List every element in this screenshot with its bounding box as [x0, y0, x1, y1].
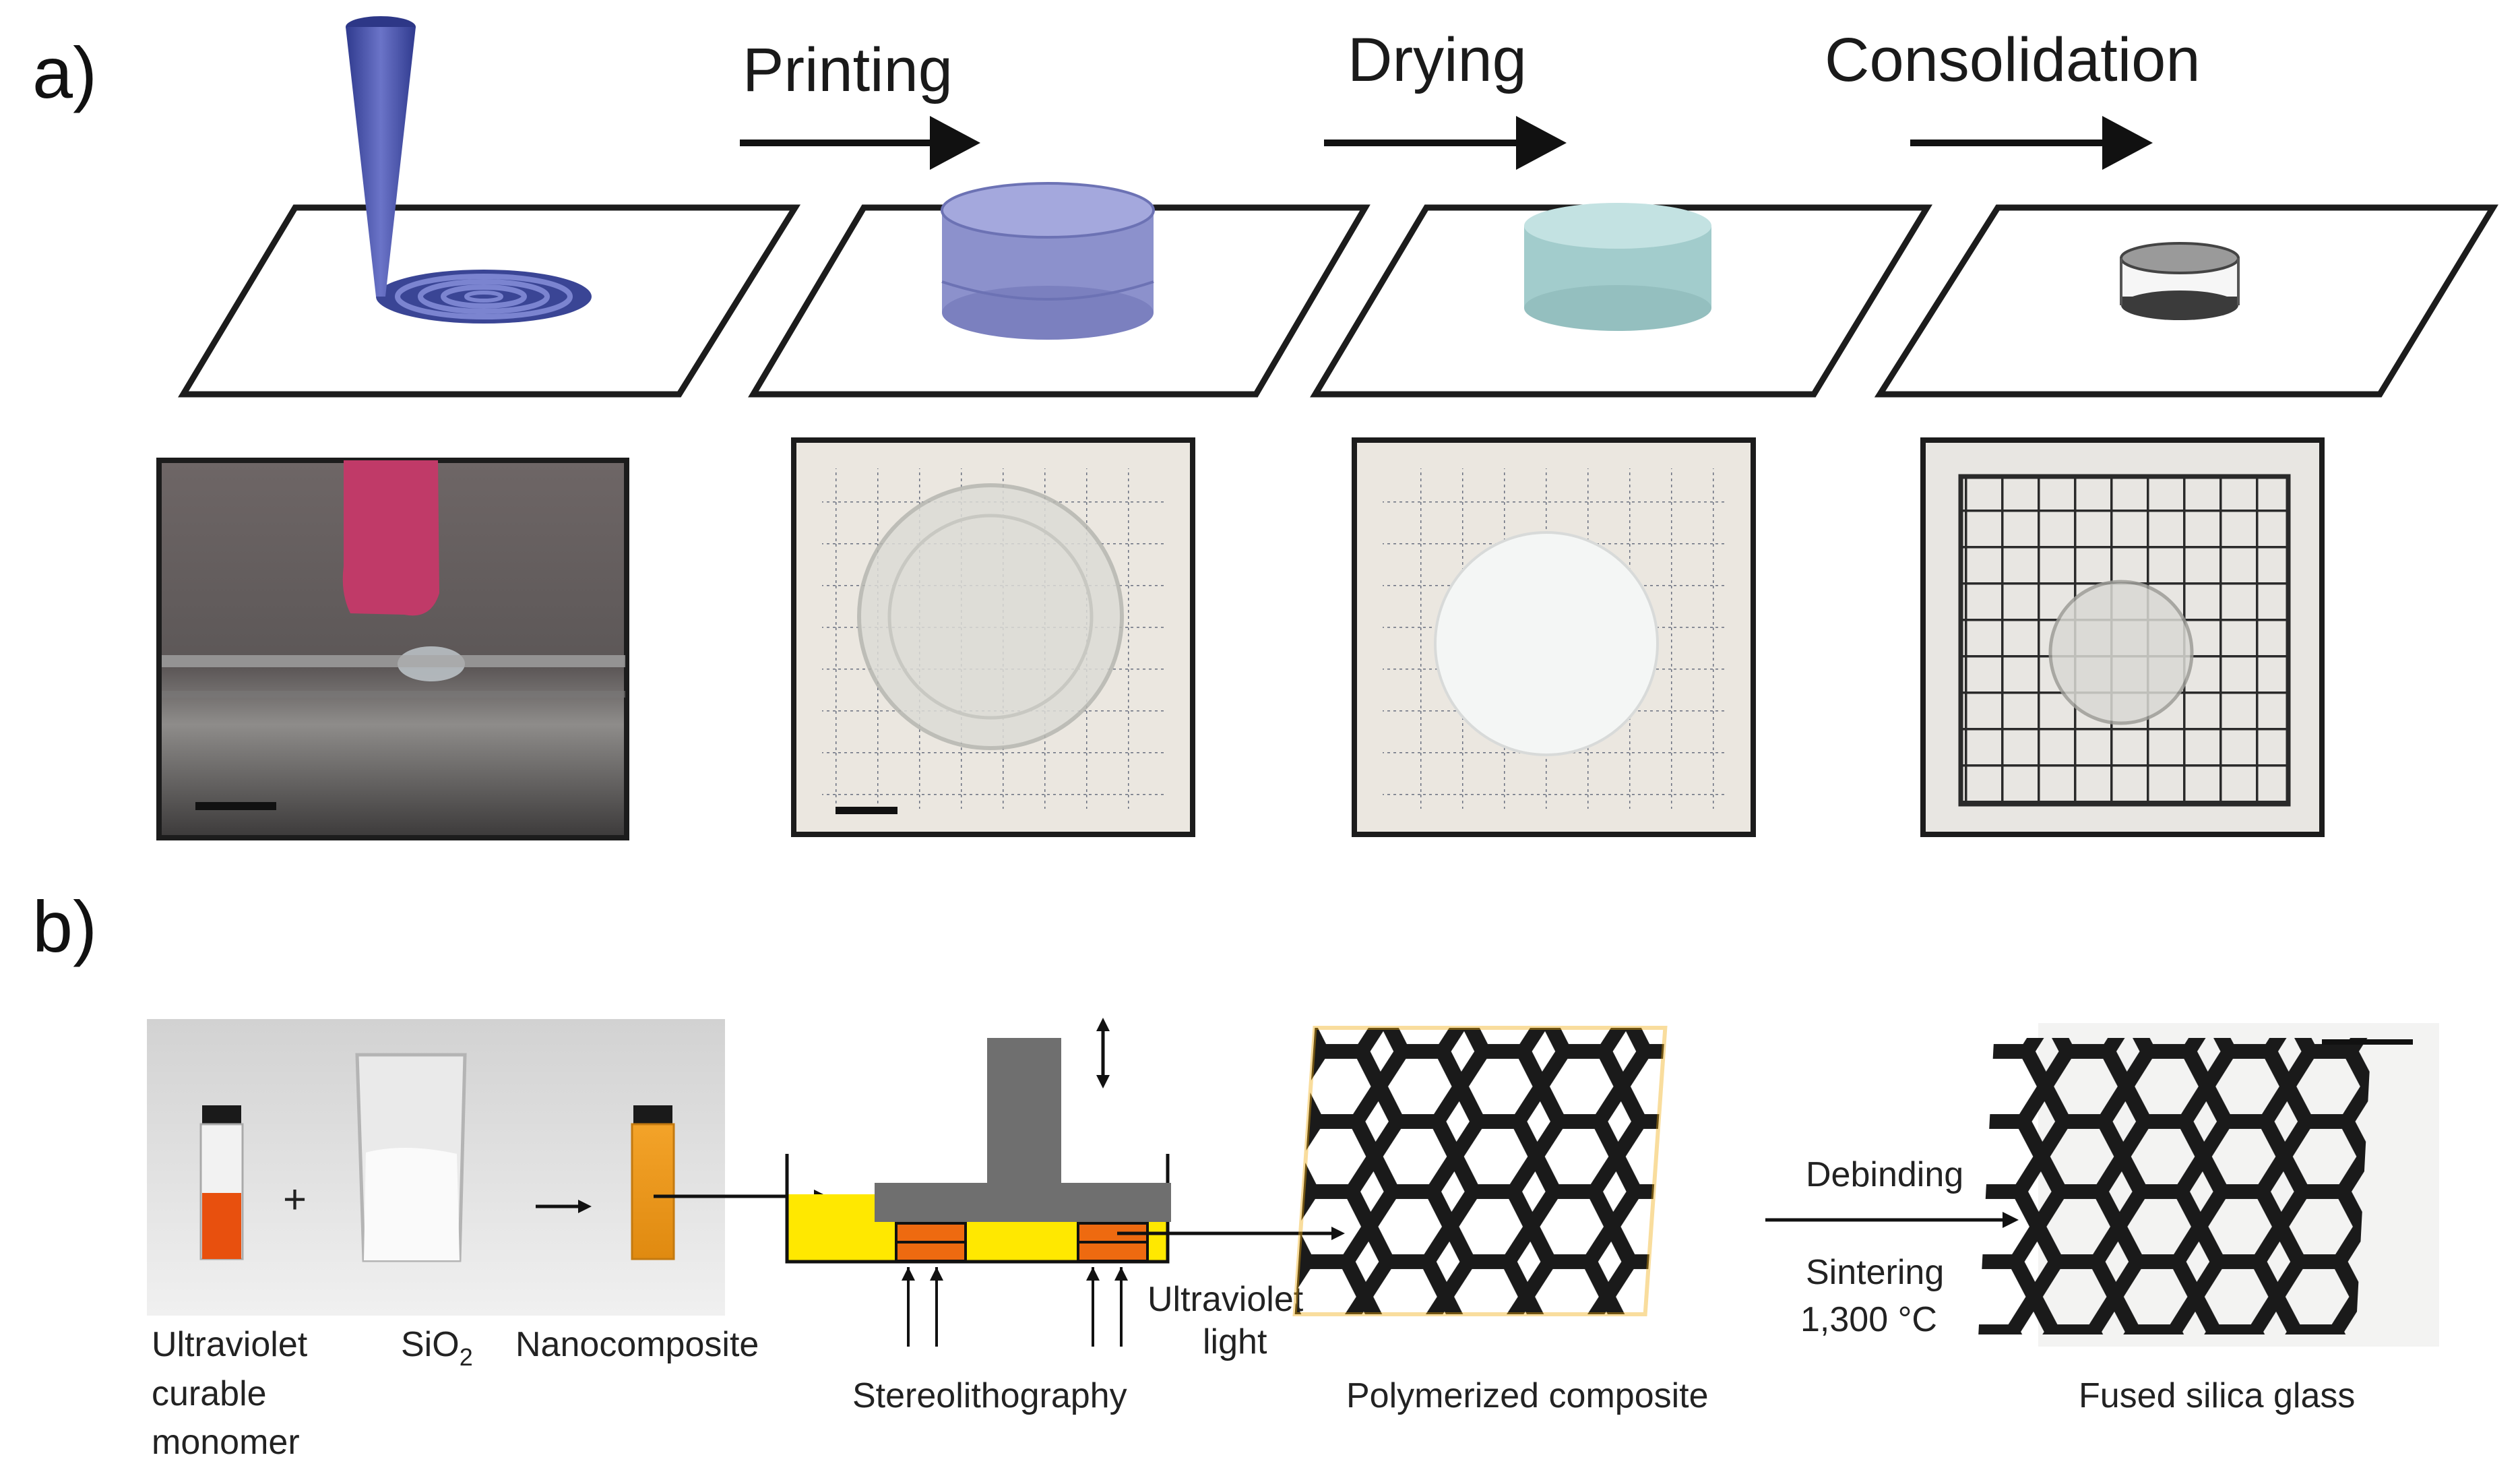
consolidated-part — [2120, 242, 2240, 320]
silica-caption-main: SiO — [401, 1325, 460, 1364]
step-arrow-drying — [1324, 116, 1567, 170]
polymerized-caption: Polymerized composite — [1346, 1376, 1709, 1415]
sintering-caption: Sintering 1,300 °C — [1800, 1253, 1954, 1339]
plus-sign: + — [283, 1177, 307, 1222]
fused-silica-honeycomb — [1978, 1023, 2439, 1347]
uv-arrows-left — [902, 1267, 943, 1347]
monomer-caption-line-3: monomer — [152, 1423, 300, 1462]
step-arrow-printing — [740, 116, 980, 170]
panel-b-label: b) — [32, 886, 97, 967]
step-arrow-consolidation — [1910, 116, 2153, 170]
vertical-motion-arrow — [1096, 1018, 1110, 1088]
monomer-caption: Ultraviolet curable monomer — [152, 1325, 317, 1462]
panel-a-label: a) — [32, 32, 97, 113]
cured-layer-right — [1077, 1222, 1149, 1262]
stereolithography-schematic — [785, 1018, 1345, 1347]
photo-printed-on-grid — [791, 437, 1195, 837]
dispensing-nozzle — [346, 16, 416, 297]
dried-part — [1524, 203, 1711, 331]
silica-caption-subscript: 2 — [460, 1343, 473, 1371]
nanocomposite-caption: Nanocomposite — [515, 1325, 759, 1364]
silica-caption: SiO2 — [401, 1325, 473, 1371]
step-label-drying: Drying — [1348, 26, 1527, 94]
polymerized-honeycomb — [1292, 1024, 1742, 1321]
step-label-consolidation: Consolidation — [1825, 26, 2200, 94]
debinding-sintering-arrow — [1765, 1212, 2019, 1228]
photo-printing-nozzle — [156, 458, 629, 840]
monomer-caption-line-2: curable — [152, 1374, 267, 1413]
photo-consolidated-on-grid — [1920, 437, 2325, 837]
fused-silica-caption: Fused silica glass — [2079, 1376, 2355, 1415]
photo-dried-on-grid — [1352, 437, 1756, 837]
monomer-caption-line-1: Ultraviolet — [152, 1325, 308, 1364]
debinding-label: Debinding — [1806, 1155, 1963, 1194]
uv-arrows-right — [1086, 1267, 1128, 1347]
sintering-caption-line-2: 1,300 °C — [1800, 1300, 1937, 1339]
sintering-caption-line-1: Sintering — [1806, 1253, 1944, 1292]
cured-layer-left — [895, 1222, 967, 1262]
uv-light-caption-line-2: light — [1203, 1322, 1267, 1361]
stereolithography-caption: Stereolithography — [852, 1376, 1127, 1415]
uv-light-caption-line-1: Ultraviolet — [1147, 1280, 1304, 1319]
photo-materials — [147, 1019, 725, 1316]
printed-part — [941, 182, 1155, 340]
step-label-printing: Printing — [743, 36, 953, 104]
uv-light-caption: Ultraviolet light — [1147, 1280, 1313, 1361]
printed-spiral — [376, 270, 592, 324]
